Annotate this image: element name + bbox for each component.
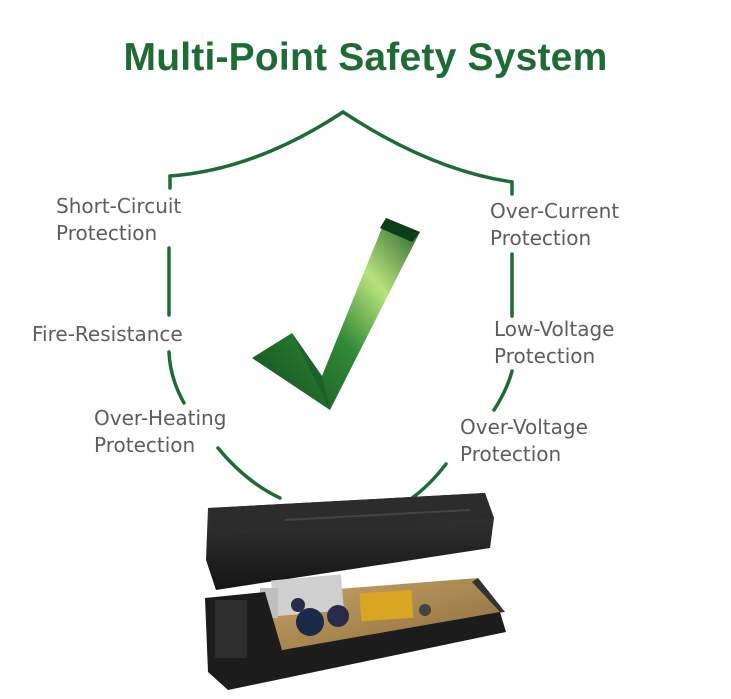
feature-short-circuit-line1: Short-Circuit bbox=[56, 194, 182, 218]
feature-over-heating-label: Over-Heating Protection bbox=[94, 405, 226, 459]
feature-over-heating-line1: Over-Heating bbox=[94, 406, 227, 430]
page-title: Multi-Point Safety System bbox=[123, 36, 608, 79]
feature-over-voltage-line2: Protection bbox=[460, 442, 562, 466]
feature-over-current-line1: Over-Current bbox=[490, 199, 620, 223]
feature-over-current-line2: Protection bbox=[490, 226, 592, 250]
feature-low-voltage-line2: Protection bbox=[494, 344, 596, 368]
feature-short-circuit-line2: Protection bbox=[56, 221, 158, 245]
feature-fire-resistance-label: Fire-Resistance bbox=[32, 322, 183, 346]
feature-over-current-label: Over-Current Protection bbox=[490, 198, 619, 252]
checkmark-icon bbox=[252, 218, 420, 410]
power-adapter-image bbox=[205, 493, 506, 690]
feature-over-voltage-line1: Over-Voltage bbox=[460, 415, 588, 439]
feature-short-circuit-label: Short-Circuit Protection bbox=[56, 193, 181, 247]
feature-low-voltage-label: Low-Voltage Protection bbox=[494, 316, 614, 370]
feature-low-voltage-line1: Low-Voltage bbox=[494, 317, 615, 341]
feature-over-heating-line2: Protection bbox=[94, 433, 196, 457]
feature-over-voltage-label: Over-Voltage Protection bbox=[460, 414, 588, 468]
